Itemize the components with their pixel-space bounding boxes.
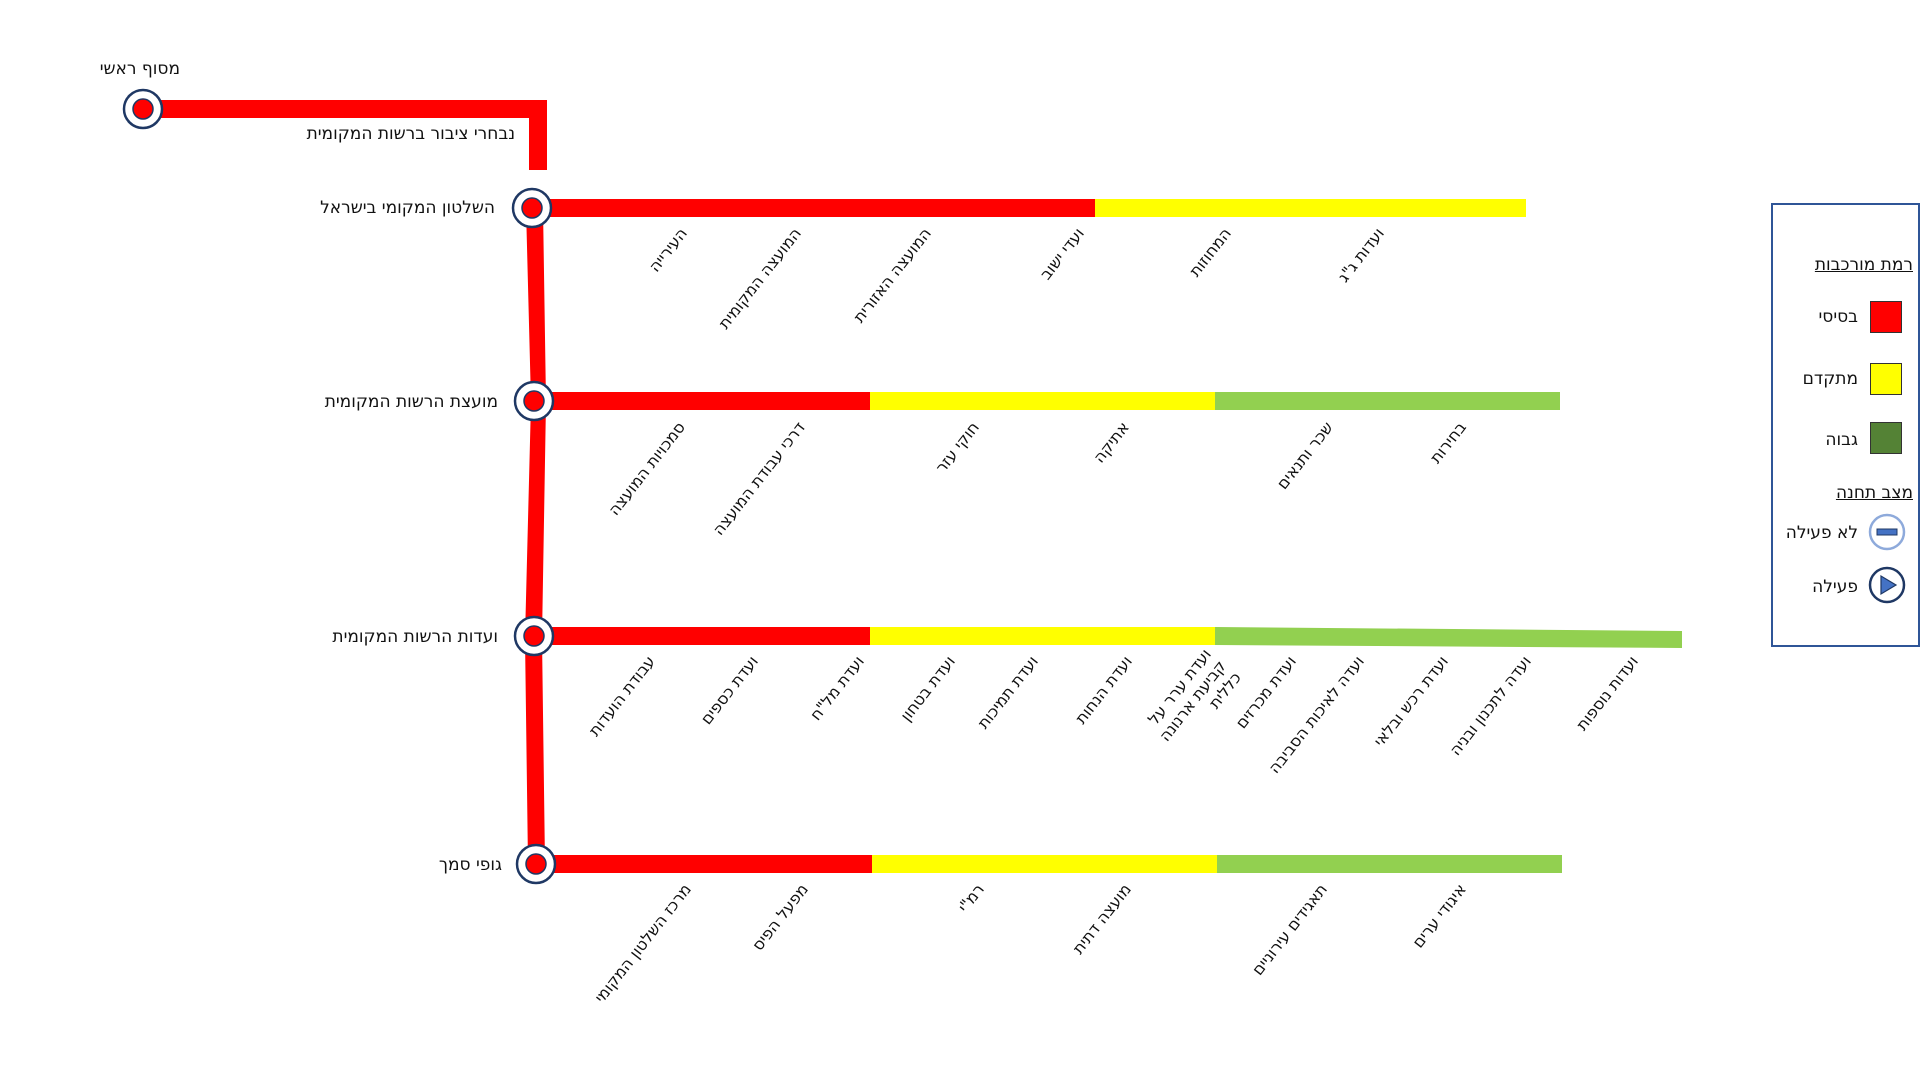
trunk-vertical bbox=[525, 208, 546, 864]
station-local-government-dot bbox=[521, 197, 543, 219]
legend-active-label: פעילה bbox=[1812, 577, 1858, 597]
station-label-agencies[interactable]: גופי סמך bbox=[438, 855, 502, 875]
line-segment-advanced bbox=[870, 627, 1215, 645]
legend-swatch-advanced bbox=[1870, 363, 1902, 395]
terminal-station-dot bbox=[132, 98, 154, 120]
legend-inactive-label: לא פעילה bbox=[1785, 523, 1858, 543]
trunk-label: נבחרי ציבור ברשות המקומית bbox=[306, 124, 515, 144]
legend-basic-label: בסיסי bbox=[1818, 307, 1859, 327]
inactive-station-icon bbox=[1868, 513, 1906, 551]
station-committees-dot bbox=[523, 625, 545, 647]
line-segment-advanced bbox=[872, 855, 1217, 873]
station-council-dot bbox=[523, 390, 545, 412]
legend-advanced-label: מתקדם bbox=[1802, 369, 1858, 389]
legend-status-title: מצב תחנה bbox=[1835, 483, 1913, 503]
line-segment-basic bbox=[536, 855, 872, 873]
line-segment-advanced bbox=[870, 392, 1215, 410]
line-segment-advanced bbox=[1095, 199, 1526, 217]
station-agencies-dot bbox=[525, 853, 547, 875]
terminal-label: מסוף ראשי bbox=[99, 59, 180, 79]
line-segment-basic bbox=[533, 627, 870, 645]
line-segment-high bbox=[1215, 392, 1560, 410]
trunk-line bbox=[143, 100, 547, 170]
legend-panel: רמת מורכבות בסיסי מתקדם גבוה מצב תחנה לא… bbox=[1771, 203, 1920, 647]
legend-swatch-high bbox=[1870, 422, 1902, 454]
line-segment-high bbox=[1215, 627, 1682, 648]
legend-swatch-basic bbox=[1870, 301, 1902, 333]
line-segment-basic bbox=[530, 199, 1095, 217]
legend-complexity-title: רמת מורכבות bbox=[1814, 255, 1913, 275]
line-segment-high bbox=[1217, 855, 1562, 873]
active-station-icon bbox=[1868, 566, 1906, 604]
station-label-committees[interactable]: ועדות הרשות המקומית bbox=[332, 627, 498, 647]
line-segment-basic bbox=[533, 392, 870, 410]
station-label-council[interactable]: מועצת הרשות המקומית bbox=[324, 392, 498, 412]
legend-high-label: גבוה bbox=[1825, 430, 1858, 450]
station-label-local-government[interactable]: השלטון המקומי בישראל bbox=[320, 198, 495, 218]
